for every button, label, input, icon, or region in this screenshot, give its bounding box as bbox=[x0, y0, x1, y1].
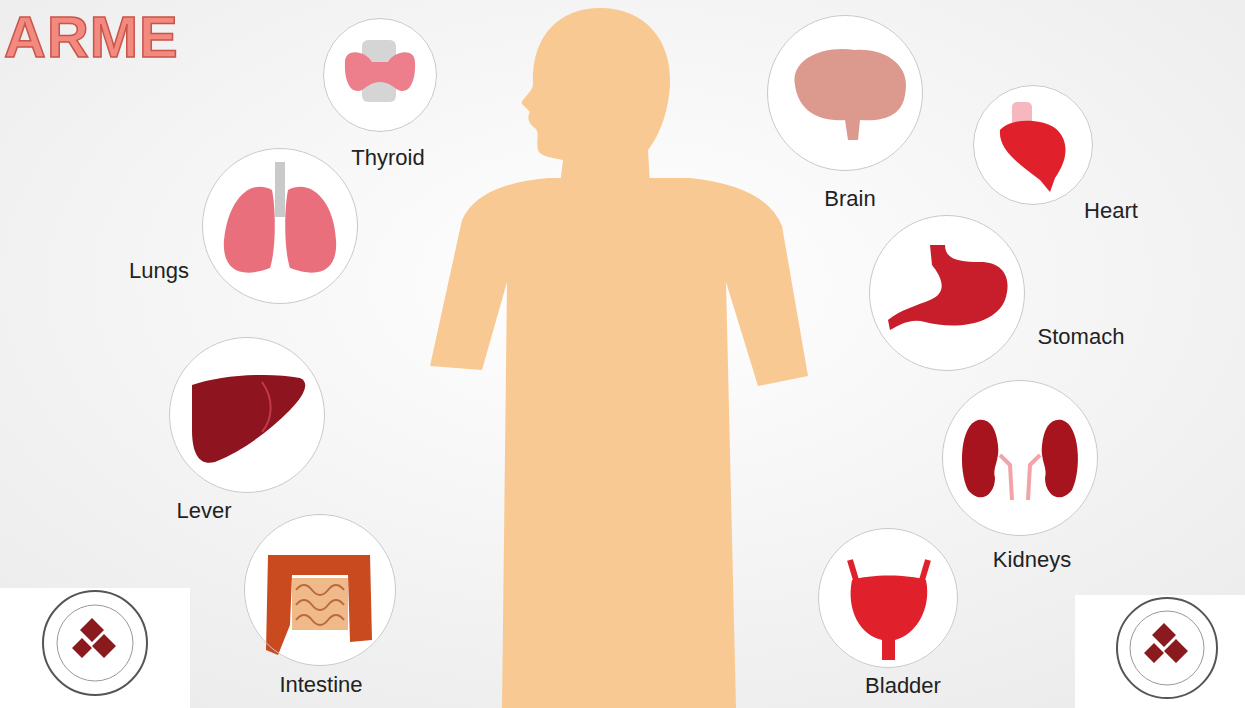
organ-circle: Intestine bbox=[244, 514, 396, 666]
organ-label: Lungs bbox=[129, 259, 189, 283]
lungs-icon bbox=[224, 162, 336, 273]
university-logo bbox=[1075, 595, 1245, 708]
intestine-icon bbox=[266, 555, 372, 655]
brain-icon bbox=[795, 49, 907, 140]
liver-icon bbox=[192, 375, 305, 463]
organ-circles bbox=[169, 15, 1098, 668]
organ-label: Stomach bbox=[1038, 325, 1125, 349]
organ-circle: Lever bbox=[169, 337, 325, 493]
organ-label: Thyroid bbox=[351, 146, 424, 170]
university-logo bbox=[0, 588, 190, 708]
organ-circle: Kidneys bbox=[942, 380, 1098, 536]
organ-circle: Brain bbox=[767, 15, 923, 171]
organ-label: Heart bbox=[1084, 199, 1138, 223]
kidneys-icon bbox=[962, 420, 1078, 500]
organ-circle: Bladder bbox=[818, 528, 958, 668]
organ-label: Lever bbox=[176, 499, 231, 523]
organ-label: Bladder bbox=[865, 674, 941, 698]
organ-circle: Thyroid bbox=[323, 18, 437, 132]
title: ARME bbox=[4, 8, 179, 66]
organ-label: Kidneys bbox=[993, 548, 1071, 572]
human-silhouette bbox=[430, 8, 808, 708]
thyroid-icon bbox=[345, 40, 415, 102]
stomach-icon bbox=[888, 245, 1008, 330]
organ-circle: Heart bbox=[973, 85, 1093, 205]
organ-circle: Stomach bbox=[869, 215, 1025, 371]
organ-label: Intestine bbox=[279, 673, 362, 697]
organ-label: Brain bbox=[824, 187, 875, 211]
bladder-icon bbox=[850, 560, 928, 660]
organ-circle: Lungs bbox=[202, 148, 358, 304]
heart-icon bbox=[1000, 102, 1066, 192]
